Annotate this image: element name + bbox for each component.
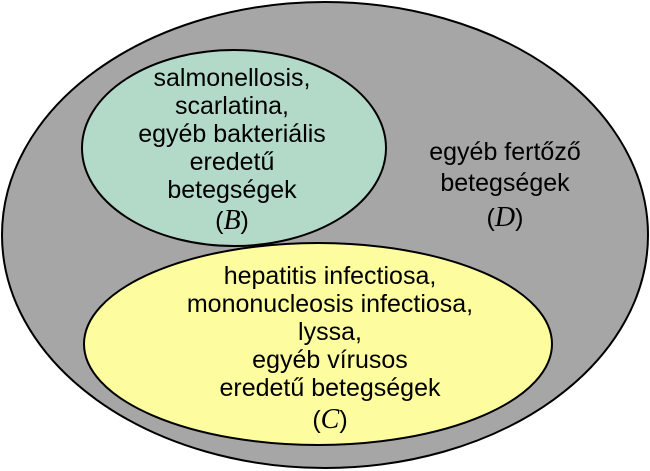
- viral-line-4: egyéb vírusos: [252, 346, 408, 374]
- viral-paren-close: ): [339, 406, 347, 434]
- bacterial-paren-open: (: [215, 207, 224, 235]
- bacterial-line-1: salmonellosis,: [153, 64, 310, 92]
- bacterial-set-variable: (B): [215, 205, 249, 236]
- bacterial-line-5: betegségek: [167, 176, 297, 204]
- bacterial-variable-b: B: [223, 205, 240, 236]
- viral-set-variable: (C): [312, 404, 347, 435]
- outer-set-label: egyéb fertőző betegségek (D): [429, 138, 581, 233]
- bacterial-paren-close: ): [241, 207, 249, 235]
- bacterial-line-3: egyéb bakteriális: [138, 120, 326, 148]
- outer-variable-d: D: [494, 202, 515, 233]
- outer-set-variable: (D): [487, 202, 524, 233]
- viral-line-5: eredetű betegségek: [219, 374, 441, 402]
- viral-set-label: hepatitis infectiosa, mononucleosis infe…: [187, 262, 473, 435]
- bacterial-line-2: scarlatina,: [175, 92, 289, 120]
- viral-line-2: mononucleosis infectiosa,: [187, 290, 473, 318]
- viral-variable-c: C: [321, 404, 340, 435]
- outer-line-2: betegségek: [440, 169, 570, 197]
- viral-line-1: hepatitis infectiosa,: [224, 262, 437, 290]
- bacterial-set-label: salmonellosis, scarlatina, egyéb bakteri…: [138, 64, 326, 236]
- outer-paren-close: ): [515, 204, 523, 232]
- viral-set-ellipse: [83, 242, 553, 446]
- viral-line-3: lyssa,: [298, 318, 362, 346]
- viral-paren-open: (: [312, 406, 321, 434]
- outer-paren-open: (: [487, 204, 496, 232]
- bacterial-set-ellipse: [81, 49, 387, 247]
- outer-line-1: egyéb fertőző: [429, 138, 581, 166]
- bacterial-line-4: eredetű: [190, 148, 275, 176]
